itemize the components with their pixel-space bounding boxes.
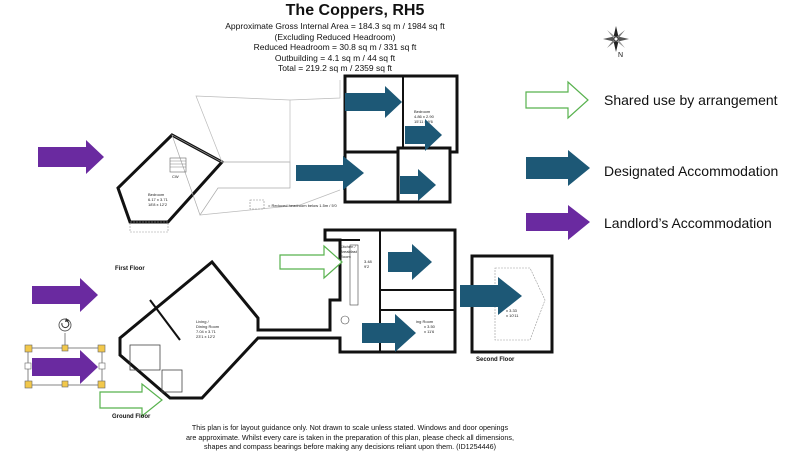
area-line: (Excluding Reduced Headroom) bbox=[274, 31, 396, 42]
room-label-living: ing Room bbox=[416, 319, 434, 324]
shared-arrow bbox=[279, 244, 343, 280]
room-dims: 4.86 x 2.90 bbox=[414, 114, 435, 119]
footer-line: This plan is for layout guidance only. N… bbox=[191, 423, 509, 432]
room-dims-ft: x 10'11 bbox=[506, 313, 519, 318]
room-label-living: Dining Room bbox=[196, 324, 220, 329]
designated-arrow bbox=[388, 244, 432, 280]
room-label-living: Living / bbox=[196, 319, 210, 324]
area-line: Approximate Gross Internal Area = 184.3 … bbox=[225, 21, 445, 31]
resize-handle[interactable] bbox=[97, 344, 106, 353]
designated-arrow bbox=[345, 86, 402, 118]
room-dims-ft: 23'1 x 12'2 bbox=[196, 334, 216, 339]
shared-arrows bbox=[99, 80, 589, 418]
landlord-arrow bbox=[38, 140, 104, 174]
room-dims-ft: 9'2 bbox=[364, 264, 370, 269]
area-line: Total = 219.2 sq m / 2359 sq ft bbox=[277, 63, 393, 74]
room-dims: 3.48 bbox=[364, 259, 373, 264]
resize-handle[interactable] bbox=[24, 380, 33, 389]
room-dims: x 3.33 bbox=[506, 308, 518, 313]
room-dims: x 3.50 bbox=[424, 324, 436, 329]
footer-line: shapes and compass bearings before makin… bbox=[203, 442, 497, 452]
resize-handle[interactable] bbox=[24, 344, 33, 353]
room-dims: 6.17 x 3.71 bbox=[148, 197, 169, 202]
compass-north-label: N bbox=[618, 52, 624, 59]
selection-frame[interactable] bbox=[24, 333, 106, 389]
resize-handle[interactable] bbox=[24, 362, 32, 370]
designated-arrow bbox=[400, 169, 436, 201]
landlord-arrow bbox=[32, 278, 98, 312]
compass-icon bbox=[603, 26, 629, 52]
area-line: Reduced Headroom = 30.8 sq m / 331 sq ft bbox=[253, 42, 417, 53]
shared-arrow bbox=[99, 382, 163, 418]
room-label-bedroom: Bedroom bbox=[148, 192, 165, 197]
footer-line: are approximate. Whilst every care is ta… bbox=[186, 432, 514, 442]
rotate-handle-icon[interactable] bbox=[58, 318, 72, 332]
room-dims: 7.04 x 3.71 bbox=[196, 329, 217, 334]
designated-arrows bbox=[296, 86, 590, 352]
resize-handle[interactable] bbox=[98, 362, 106, 370]
room-label-kitchen: Breakfast bbox=[340, 249, 358, 254]
designated-arrow bbox=[405, 119, 442, 151]
area-summary: Approximate Gross Internal Area = 184.3 … bbox=[200, 21, 470, 74]
room-label-cw: CW bbox=[172, 174, 179, 179]
first-floor-plan: CW Bedroom 6.17 x 3.71 18'8 x 12'2 Bedro… bbox=[116, 74, 459, 233]
reduced-headroom-key: = Reduced headroom below 1.5m / 5'0 bbox=[268, 203, 337, 208]
room-dims-ft: 18'8 x 12'2 bbox=[148, 202, 168, 207]
landlord-arrow-selected[interactable] bbox=[32, 350, 98, 384]
floor-label-second: Second Floor bbox=[476, 357, 515, 363]
floor-label-ground: Ground Floor bbox=[112, 414, 151, 420]
floor-label-first: First Floor bbox=[115, 266, 145, 272]
designated-arrow bbox=[296, 156, 364, 190]
room-label-kitchen: Kitchen / bbox=[340, 244, 356, 249]
area-line: Outbuilding = 4.1 sq m / 44 sq ft bbox=[274, 52, 396, 63]
legend-shared-arrow bbox=[525, 80, 589, 120]
footer-disclaimer: This plan is for layout guidance only. N… bbox=[150, 423, 550, 452]
landlord-arrows bbox=[32, 140, 590, 384]
legend-shared-label: Shared use by arrangement bbox=[604, 92, 778, 108]
room-dims-ft: x 11'6 bbox=[424, 329, 435, 334]
designated-arrow bbox=[460, 277, 522, 315]
legend-landlord-label: Landlord’s Accommodation bbox=[604, 215, 772, 231]
designated-arrow bbox=[362, 314, 416, 352]
room-dims-ft: 15'11 x 9'6 bbox=[414, 119, 434, 124]
room-label-kitchen: Room bbox=[340, 254, 351, 259]
resize-handle[interactable] bbox=[97, 380, 106, 389]
page-title: The Coppers, RH5 bbox=[285, 2, 425, 19]
legend-designated-arrow bbox=[526, 150, 590, 186]
room-label-bedroom: Bedroom bbox=[414, 109, 431, 114]
legend-designated-label: Designated Accommodation bbox=[604, 163, 779, 179]
resize-handle[interactable] bbox=[61, 344, 69, 352]
legend-landlord-arrow bbox=[526, 205, 590, 240]
ground-floor-plan: Kitchen / Breakfast Room 3.48 9'2 Living… bbox=[118, 228, 457, 400]
resize-handle[interactable] bbox=[61, 380, 69, 388]
